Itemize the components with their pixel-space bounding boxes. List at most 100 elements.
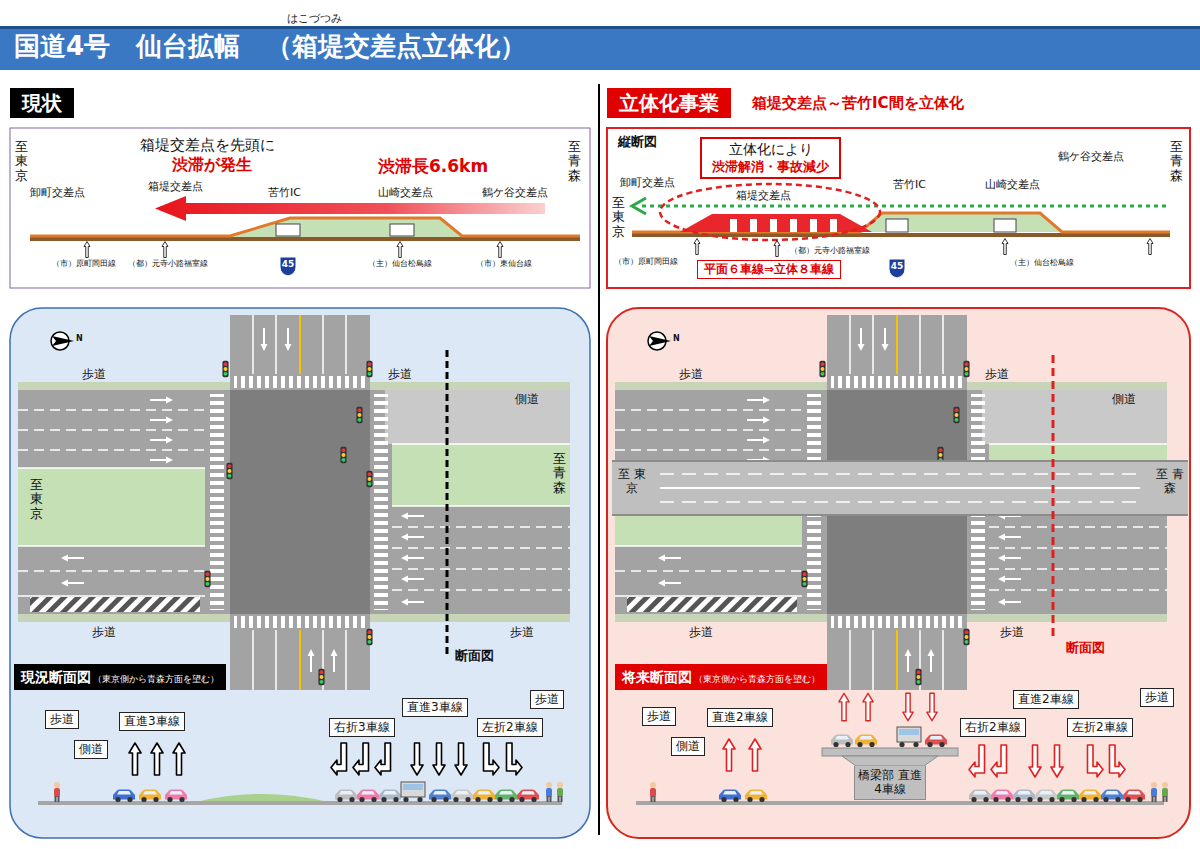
cross-section-future [1051, 745, 1063, 777]
road-name: （市）原町岡田線 [52, 259, 116, 269]
cross-section-current [495, 790, 517, 803]
road-name: （主）仙台松島線 [368, 259, 432, 269]
intersection-plan [204, 571, 210, 588]
cross-section-future [969, 790, 991, 803]
profile-future [694, 239, 700, 255]
intersection-plan [18, 382, 230, 390]
profile-future [770, 219, 777, 232]
direction-label: 至 東京 [618, 467, 646, 496]
intersection-plan [340, 447, 346, 464]
plan-panels [10, 308, 1190, 838]
cross-section-future [1088, 745, 1104, 777]
cross-section-current [113, 790, 135, 803]
section-line [446, 350, 449, 657]
cross-section-future [863, 693, 873, 720]
section-line-label: 断面図 [1066, 640, 1105, 656]
node-text: （東京側から青森方面を望む） [93, 674, 219, 684]
route-number: 45 [887, 261, 907, 272]
intersection-name: 山崎交差点 [378, 186, 433, 199]
profile-future [730, 219, 837, 232]
intersection-plan [230, 390, 370, 614]
section-line-label: 断面図 [455, 648, 494, 664]
congestion-note: 渋滞が発生 [172, 155, 252, 174]
cross-section-current [129, 743, 141, 775]
viaduct [660, 474, 1140, 502]
lane-label-box: 側道 [671, 737, 705, 756]
lane-label-box: 直進3車線 [119, 712, 185, 731]
cross-section-future [991, 745, 1007, 777]
node-text: 右折3車線 [334, 720, 390, 735]
intersection-plan [401, 555, 424, 562]
cross-section-current [38, 743, 563, 803]
intersection-name: 卸町交差点 [30, 186, 85, 199]
intersection-plan [308, 649, 315, 672]
cross-section-future [719, 790, 741, 803]
intersection-plan [61, 580, 84, 587]
plan-panels [10, 308, 590, 838]
title-band [0, 26, 1200, 70]
direction-label: 至青森 [568, 140, 581, 183]
intersection-name: 山崎交差点 [985, 178, 1040, 191]
intersection-plan [370, 614, 570, 622]
road-name: （主）仙台松島線 [1010, 258, 1074, 268]
intersection-name: 箱堤交差点 [736, 189, 791, 202]
intersection-plan [366, 361, 372, 378]
node-text: 現況断面図 [21, 669, 91, 685]
profile-current [397, 242, 403, 258]
node-text: （東京側から青森方面を望む） [694, 674, 820, 684]
intersection-plan [222, 361, 228, 378]
bridge-pier: 橋梁部 直進4車線 [854, 766, 926, 800]
direction-label: 至東京 [15, 140, 28, 183]
cross-section-current [375, 743, 391, 775]
section-caption-box: 将来断面図（東京側から青森方面を望む） [615, 664, 827, 690]
cross-section-current [433, 743, 445, 775]
intersection-plan [150, 457, 173, 464]
lane-label-box: 歩道 [45, 710, 79, 729]
area-label: 歩道 [985, 367, 1009, 381]
node-text: 右折2車線 [965, 720, 1021, 735]
profile-future [750, 219, 757, 232]
node-text: 橋梁部 直進4車線 [855, 768, 925, 797]
cross-section-future [991, 790, 1013, 803]
profile-current [155, 196, 545, 221]
cross-section-future [927, 693, 937, 720]
cross-section-future [745, 790, 767, 803]
profile-current [10, 128, 590, 288]
profile-current [162, 242, 168, 258]
node-text: 直進3車線 [124, 714, 180, 729]
intersection-plan [285, 328, 292, 351]
intersection-plan [366, 629, 372, 646]
section-subtitle: 箱堤交差点～苦竹IC間を立体化 [752, 94, 964, 112]
road-name: （都）元寺小路福室線 [128, 259, 208, 269]
cross-section-future [1057, 790, 1079, 803]
node-text: 側道 [79, 742, 103, 757]
interchange-name: 苦竹IC [893, 178, 926, 191]
profile-future [660, 184, 880, 240]
section-header: 立体化事業 [607, 88, 731, 118]
cross-section-future [839, 693, 849, 720]
intersection-plan [150, 397, 173, 404]
lane-label-box: 右折2車線 [960, 718, 1026, 737]
panel-title: 縦断図 [618, 134, 657, 150]
area-label: 側道 [1112, 392, 1136, 406]
cross-section-current [401, 782, 425, 802]
viaduct [612, 460, 1188, 516]
cross-section-current [411, 743, 423, 775]
lane-change-box: 平面６車線⇒立体８車線 [697, 260, 841, 279]
node-text: 歩道 [1145, 690, 1169, 705]
intersection-plan [52, 336, 74, 346]
cross-section-future [1162, 782, 1168, 802]
profile-future [1002, 239, 1008, 255]
area-label: 歩道 [679, 367, 703, 381]
profile-current [10, 128, 590, 288]
lane-label-box: 左折2車線 [477, 718, 543, 737]
lane-label-box: 歩道 [530, 690, 564, 709]
node-text: 直進2車線 [712, 710, 768, 725]
profile-future [994, 219, 1016, 232]
profile-future [640, 205, 1166, 208]
profile-current [84, 242, 90, 258]
cross-section-future [1151, 782, 1157, 802]
intersection-plan [261, 328, 268, 351]
profile-future [607, 128, 1190, 288]
cross-section-current [517, 790, 539, 803]
